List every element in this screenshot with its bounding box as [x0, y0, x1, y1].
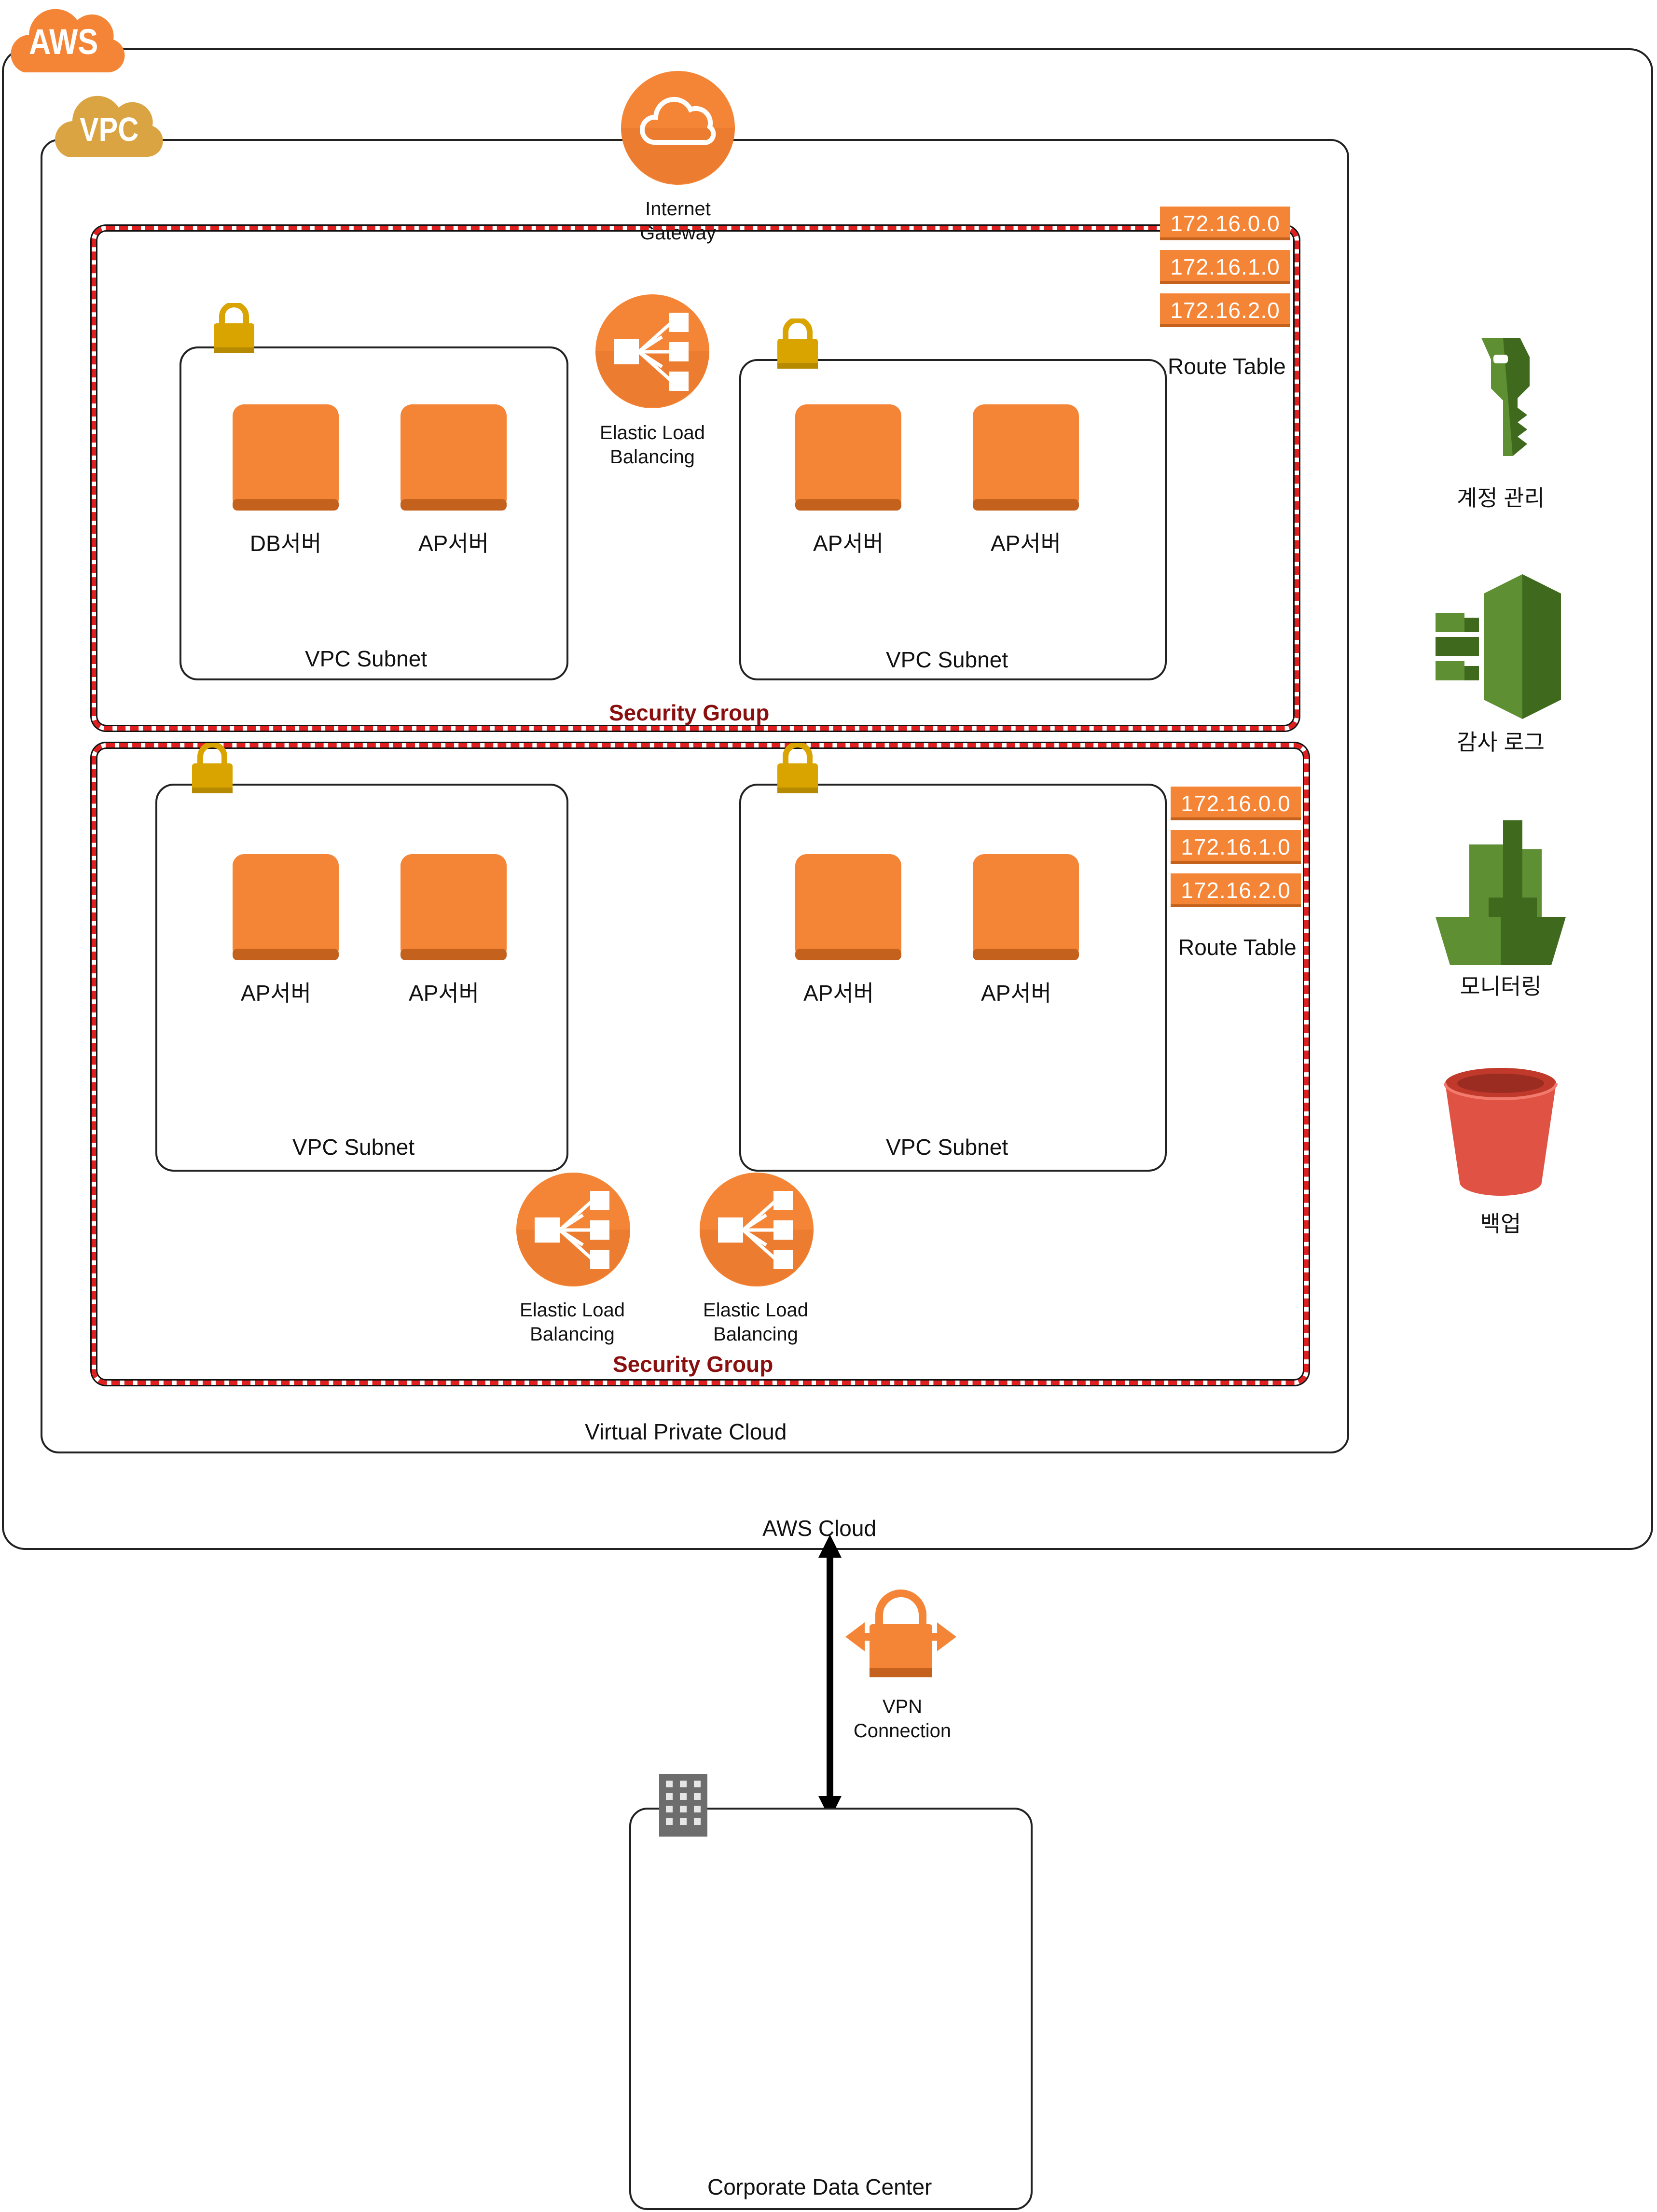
- instance-ap-server: [795, 854, 901, 960]
- instance-ap-server: [973, 404, 1079, 511]
- datacenter-label: Corporate Data Center: [707, 2174, 932, 2199]
- subnet-label: VPC Subnet: [292, 1134, 415, 1160]
- instance-label: AP서버: [980, 981, 1051, 1006]
- elastic-load-balancer-icon: [515, 1172, 631, 1287]
- instance-db-server: [233, 404, 339, 511]
- instance-label: DB서버: [249, 531, 322, 556]
- security-group-1-label: Security Group: [609, 700, 770, 725]
- route-table-label: Route Table: [1168, 354, 1286, 379]
- elastic-load-balancer-icon: [699, 1172, 815, 1287]
- aws-badge-icon: [11, 9, 125, 73]
- service-label: 백업: [1480, 1211, 1521, 1236]
- route-table-entry: 172.16.2.0: [1171, 873, 1301, 907]
- service-label: 모니터링: [1460, 974, 1542, 999]
- building-icon: [659, 1774, 707, 1837]
- vpc-subnet-4: [739, 784, 1167, 1172]
- instance-label: AP서버: [240, 981, 311, 1006]
- vpn-link-arrow: [818, 1535, 842, 1819]
- instance-label: AP서버: [813, 531, 884, 556]
- security-group-1: [92, 226, 1299, 731]
- bucket-icon: [1444, 1068, 1558, 1196]
- subnet-label: VPC Subnet: [886, 1134, 1008, 1160]
- instance-label: AP서버: [990, 531, 1061, 556]
- subnet-1-lock-icon: [210, 303, 258, 355]
- service-label: 계정 관리: [1456, 485, 1545, 511]
- aws-badge-label: AWS: [29, 22, 98, 62]
- key-icon: [1481, 338, 1530, 456]
- vpc-badge-icon: [55, 96, 163, 157]
- service-label: 감사 로그: [1456, 730, 1545, 755]
- internet-gateway-icon: [621, 71, 735, 185]
- instance-ap-server: [400, 404, 507, 511]
- vpn-connection-icon: [845, 1590, 956, 1677]
- subnet-4-lock-icon: [773, 743, 822, 795]
- instance-label: AP서버: [408, 981, 479, 1006]
- route-table-entry: 172.16.0.0: [1171, 787, 1301, 820]
- route-table-label: Route Table: [1178, 935, 1297, 960]
- route-table-entry: 172.16.1.0: [1171, 830, 1301, 864]
- security-group-2: [92, 743, 1309, 1385]
- vpc-subnet-1: [180, 346, 568, 680]
- instance-label: AP서버: [803, 981, 874, 1006]
- elastic-load-balancer-icon: [594, 293, 710, 409]
- subnet-label: VPC Subnet: [305, 646, 428, 671]
- route-table-entry: 172.16.2.0: [1160, 293, 1290, 327]
- route-table-entry: 172.16.0.0: [1160, 207, 1290, 240]
- instance-label: AP서버: [418, 531, 489, 556]
- instance-ap-server: [973, 854, 1079, 960]
- instance-ap-server: [400, 854, 507, 960]
- aws-cloud-label: AWS Cloud: [762, 1516, 877, 1541]
- subnet-label: VPC Subnet: [886, 647, 1008, 672]
- subnet-2-lock-icon: [773, 318, 822, 371]
- route-table-entry: 172.16.1.0: [1160, 250, 1290, 284]
- audit-log-icon: [1436, 574, 1561, 719]
- corporate-data-center: [629, 1808, 1033, 2210]
- subnet-3-lock-icon: [188, 743, 236, 795]
- instance-ap-server: [233, 854, 339, 960]
- instance-ap-server: [795, 404, 901, 511]
- vpc-subnet-3: [155, 784, 568, 1172]
- security-group-2-label: Security Group: [613, 1352, 773, 1377]
- vpc-label: Virtual Private Cloud: [585, 1419, 787, 1444]
- monitoring-icon: [1436, 820, 1566, 965]
- vpc-badge-label: VPC: [80, 111, 139, 148]
